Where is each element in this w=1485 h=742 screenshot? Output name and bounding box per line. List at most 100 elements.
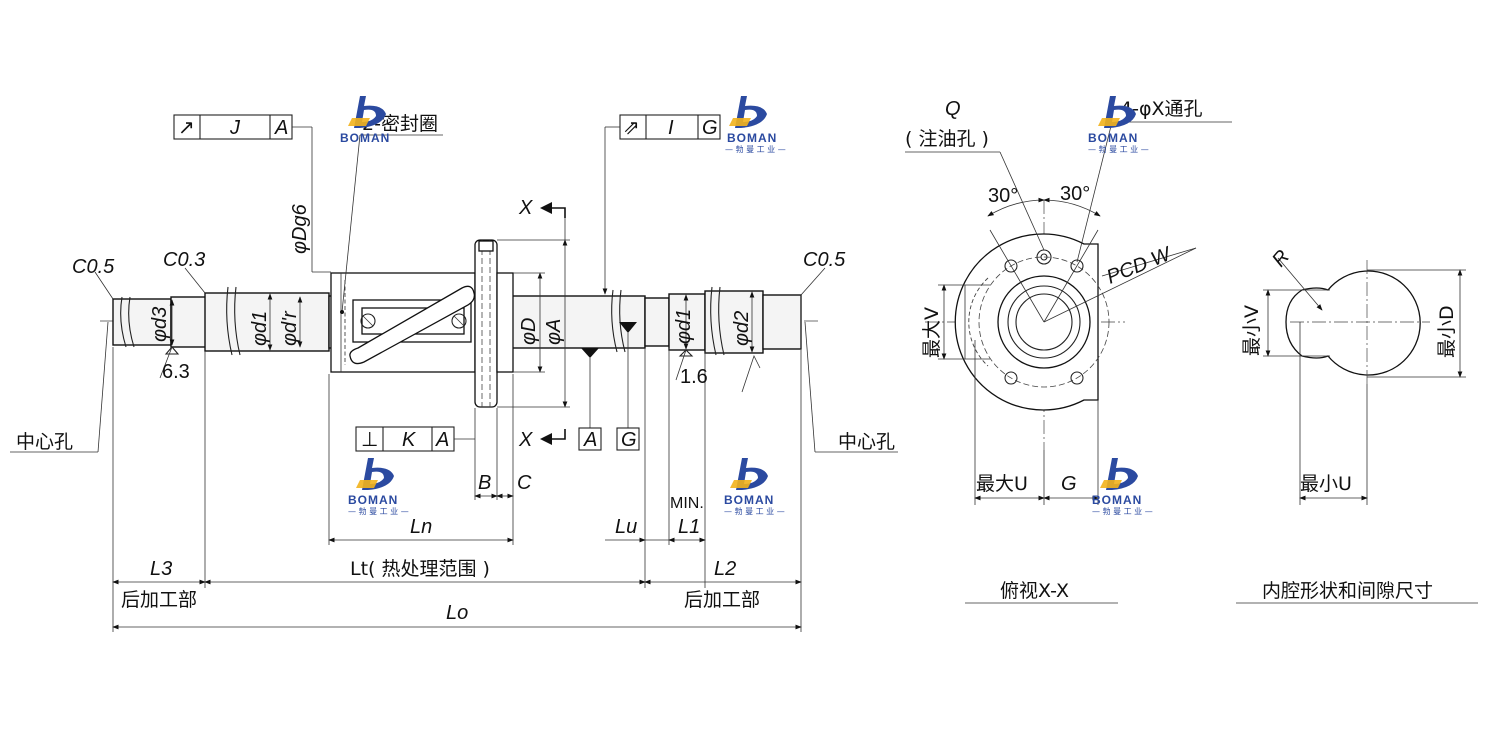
datum-triangle-A bbox=[581, 348, 599, 358]
holes-label: 4-φX通孔 bbox=[1120, 98, 1203, 120]
roughness-value: 6.3 bbox=[162, 361, 190, 383]
pcd-label: PCD W bbox=[1104, 242, 1176, 288]
dim-B: B bbox=[478, 472, 491, 494]
angle-label: 30° bbox=[988, 185, 1018, 207]
max-u-label: 最大U bbox=[976, 473, 1028, 495]
side-view bbox=[10, 114, 898, 632]
chamfer-label: C0.3 bbox=[163, 249, 205, 271]
dim-dr: φd'r bbox=[279, 310, 301, 346]
dim-d1-left: φd1 bbox=[249, 311, 271, 346]
svg-text:BOMAN: BOMAN bbox=[1088, 131, 1138, 145]
inner-caption: 内腔形状和间隙尺寸 bbox=[1262, 580, 1433, 602]
oil-hole bbox=[478, 240, 494, 252]
tolerance-K: K bbox=[402, 429, 417, 451]
datum-box-G bbox=[616, 427, 640, 451]
dim-Lt: Lt( 热处理范围 ) bbox=[350, 558, 490, 580]
mount-hole bbox=[1004, 259, 1018, 273]
mount-hole bbox=[1004, 371, 1018, 385]
center-hole-label: 中心孔 bbox=[16, 431, 73, 453]
min-d-label: 最小D bbox=[1436, 305, 1458, 358]
chamfer-label: C0.5 bbox=[803, 249, 846, 271]
min-u-label: 最小U bbox=[1300, 473, 1352, 495]
dim-C: C bbox=[517, 472, 532, 494]
dim-Lu: Lu bbox=[615, 516, 637, 538]
brand-logo: BOMAN bbox=[340, 96, 390, 145]
mount-hole bbox=[1070, 259, 1084, 273]
annotations: C0.5 C0.3 C0.5 φd3 φd1 φd'r φDg6 φD φA φ… bbox=[16, 98, 1458, 624]
svg-text:BOMAN: BOMAN bbox=[724, 493, 774, 507]
inner-shape-view bbox=[1236, 257, 1478, 604]
dim-L2: L2 bbox=[714, 558, 736, 580]
total-runout-symbol: ⇗ bbox=[623, 117, 640, 139]
section-mark: X bbox=[518, 429, 533, 451]
svg-text:— 勃 曼 工 业 —: — 勃 曼 工 业 — bbox=[724, 506, 785, 516]
screw-icon bbox=[360, 313, 376, 329]
min-label: MIN. bbox=[670, 495, 704, 512]
post-machining-label: 后加工部 bbox=[684, 589, 760, 611]
datum-label-A: A bbox=[583, 429, 597, 451]
section-mark: X bbox=[518, 197, 533, 219]
tolerance-J: J bbox=[229, 117, 241, 139]
brand-logo: BOMAN — 勃 曼 工 业 — bbox=[348, 458, 409, 516]
max-v-label: 最大V bbox=[921, 307, 943, 358]
break-line-mid bbox=[611, 289, 626, 353]
dim-L1: L1 bbox=[678, 516, 700, 538]
dim-d1-right: φd1 bbox=[673, 309, 695, 344]
watermark-logos: BOMAN BOMAN — 勃 曼 工 业 — BOMAN — 勃 曼 工 业 … bbox=[340, 96, 1153, 516]
svg-text:— 勃 曼 工 业 —: — 勃 曼 工 业 — bbox=[348, 506, 409, 516]
inner-cavity bbox=[1285, 270, 1421, 376]
gdt-frame-J bbox=[173, 114, 313, 140]
datum-ref: G bbox=[702, 117, 718, 139]
brand-logo: BOMAN — 勃 曼 工 业 — bbox=[1088, 96, 1149, 154]
shaft-step bbox=[170, 296, 208, 348]
angle-label: 30° bbox=[1060, 183, 1090, 205]
oil-hole-label: ( 注油孔 ) bbox=[905, 128, 989, 150]
brand-logo: BOMAN — 勃 曼 工 业 — bbox=[1092, 458, 1153, 516]
g-label: G bbox=[1061, 473, 1077, 495]
brand-logo: BOMAN — 勃 曼 工 业 — bbox=[724, 458, 785, 516]
break-line-left bbox=[226, 286, 241, 356]
chamfer-label: C0.5 bbox=[72, 256, 115, 278]
svg-text:BOMAN: BOMAN bbox=[340, 131, 390, 145]
center-hole-label: 中心孔 bbox=[838, 431, 895, 453]
svg-text:BOMAN: BOMAN bbox=[1092, 493, 1142, 507]
nut-flange bbox=[474, 239, 498, 408]
dim-D: φD bbox=[518, 318, 540, 346]
section-view-xx bbox=[905, 121, 1232, 604]
shaft-journal-left bbox=[204, 292, 330, 352]
datum-triangle-G bbox=[619, 322, 637, 333]
min-v-label: 最小V bbox=[1241, 305, 1263, 356]
mount-hole bbox=[1070, 371, 1084, 385]
oil-hole-Q: Q bbox=[945, 98, 961, 120]
break-line-end-left bbox=[120, 296, 135, 348]
dim-Ln: Ln bbox=[410, 516, 432, 538]
roughness-value: 1.6 bbox=[680, 366, 708, 388]
return-tube bbox=[349, 285, 476, 365]
datum-ref: A bbox=[435, 429, 449, 451]
dim-A: φA bbox=[543, 319, 565, 345]
svg-text:BOMAN: BOMAN bbox=[727, 131, 777, 145]
brand-logo: BOMAN — 勃 曼 工 业 — bbox=[725, 96, 786, 154]
perpendicularity-symbol: ⊥ bbox=[361, 429, 378, 451]
datum-ref: A bbox=[274, 117, 288, 139]
shaft-end-right bbox=[762, 294, 802, 350]
svg-text:— 勃 曼 工 业 —: — 勃 曼 工 业 — bbox=[1092, 506, 1153, 516]
runout-symbol: ↗ bbox=[178, 117, 195, 139]
svg-text:— 勃 曼 工 业 —: — 勃 曼 工 业 — bbox=[1088, 144, 1149, 154]
dim-dg6: φDg6 bbox=[289, 203, 311, 254]
post-machining-label: 后加工部 bbox=[121, 589, 197, 611]
dim-L3: L3 bbox=[150, 558, 172, 580]
nut-collar bbox=[496, 272, 514, 373]
datum-label-G: G bbox=[621, 429, 637, 451]
gdt-frame-I bbox=[602, 114, 721, 295]
tolerance-I: I bbox=[668, 117, 674, 139]
screw-icon bbox=[451, 313, 467, 329]
gdt-frame-K bbox=[355, 426, 475, 452]
datum-box-A bbox=[578, 427, 602, 451]
shaft-right-step bbox=[644, 297, 670, 347]
view-caption: 俯视X-X bbox=[1000, 580, 1069, 602]
radius-label: R bbox=[1268, 246, 1294, 271]
break-line-right bbox=[710, 286, 725, 356]
dim-d3: φd3 bbox=[149, 307, 171, 342]
